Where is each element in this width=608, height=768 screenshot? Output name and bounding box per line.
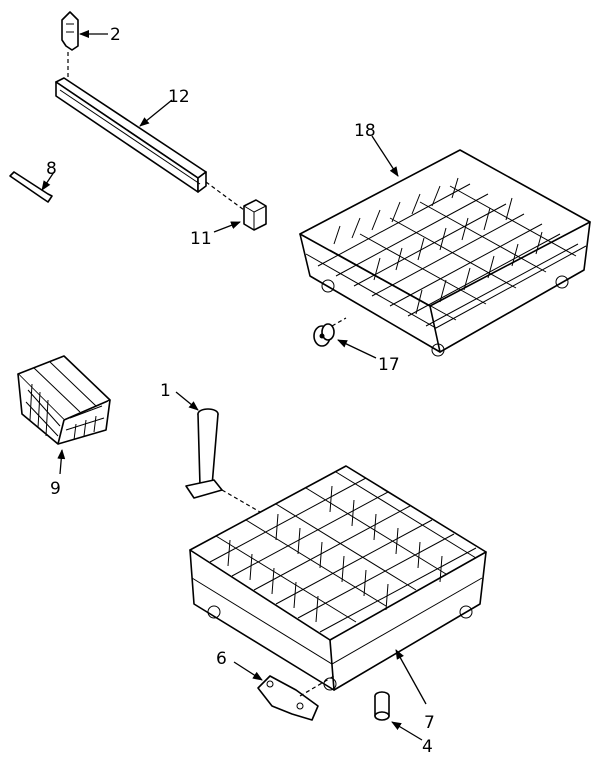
callout-part-11: 11 [190, 229, 212, 249]
leader-part-7 [395, 649, 427, 705]
leader-part-8 [41, 171, 55, 191]
callout-part-18: 18 [354, 121, 376, 141]
spray-tube-part [185, 408, 261, 513]
tool-part [9, 171, 53, 203]
rail-clip-part [61, 11, 79, 78]
rack-rail-part [55, 77, 245, 211]
leader-part-1 [175, 391, 199, 411]
callout-part-6: 6 [216, 649, 227, 669]
callout-part-7: 7 [424, 713, 435, 733]
rack-wheel-part [313, 317, 347, 347]
coupler-part [257, 675, 335, 721]
silverware-basket [17, 355, 111, 445]
roller-part [374, 691, 390, 721]
leader-part-9 [57, 449, 66, 475]
callout-part-9: 9 [50, 479, 61, 499]
leader-part-12 [139, 99, 173, 127]
upper-dish-rack [299, 149, 591, 357]
end-cap-part [243, 199, 267, 231]
leader-part-4 [391, 721, 423, 741]
callout-part-17: 17 [378, 355, 400, 375]
callout-part-8: 8 [46, 159, 57, 179]
callout-part-4: 4 [422, 737, 433, 757]
leader-part-17 [337, 339, 377, 359]
leader-part-6 [233, 661, 263, 681]
callout-part-12: 12 [168, 87, 190, 107]
leader-part-11 [213, 221, 241, 233]
callout-part-2: 2 [110, 25, 121, 45]
lower-dish-rack [189, 465, 487, 691]
leader-part-18 [371, 135, 399, 177]
callout-part-1: 1 [160, 381, 171, 401]
